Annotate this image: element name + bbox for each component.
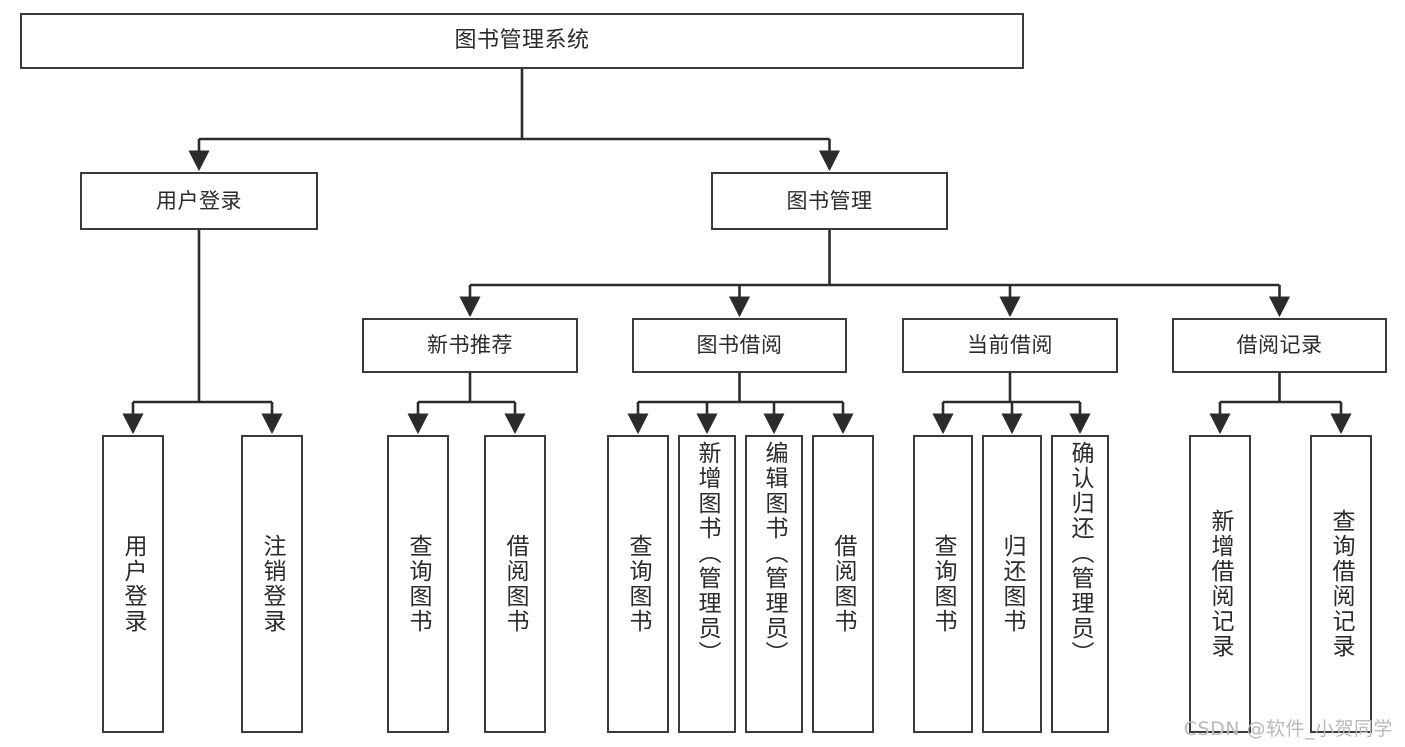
node-leaf-add-book-label: 新增图书（管理员） — [694, 441, 721, 666]
node-leaf-confirm-return[interactable]: 确认归还（管理员） — [1051, 435, 1109, 733]
node-leaf-edit-book-label: 编辑图书（管理员） — [761, 441, 788, 666]
node-leaf-query-book-1-label: 查询图书 — [405, 534, 432, 634]
node-book-borrow-label: 图书借阅 — [696, 333, 783, 357]
node-borrow-record[interactable]: 借阅记录 — [1172, 318, 1387, 373]
node-current-borrow[interactable]: 当前借阅 — [902, 318, 1118, 373]
node-book-manage-label: 图书管理 — [786, 188, 873, 213]
node-new-book-rec[interactable]: 新书推荐 — [362, 318, 578, 373]
node-leaf-edit-book[interactable]: 编辑图书（管理员） — [745, 435, 803, 733]
node-leaf-user-logout-label: 注销登录 — [259, 534, 286, 634]
node-user-login-label: 用户登录 — [156, 188, 242, 213]
node-leaf-query-book-1[interactable]: 查询图书 — [387, 435, 449, 733]
node-leaf-user-login[interactable]: 用户登录 — [102, 435, 164, 733]
node-current-borrow-label: 当前借阅 — [967, 333, 1053, 357]
node-leaf-borrow-book-2-label: 借阅图书 — [830, 534, 857, 634]
node-leaf-confirm-return-label: 确认归还（管理员） — [1067, 441, 1094, 666]
node-leaf-query-book-3[interactable]: 查询图书 — [913, 435, 973, 733]
node-borrow-record-label: 借阅记录 — [1236, 333, 1323, 357]
node-leaf-user-login-label: 用户登录 — [120, 534, 147, 634]
node-leaf-query-record-label: 查询借阅记录 — [1328, 509, 1355, 659]
node-leaf-query-book-3-label: 查询图书 — [930, 534, 957, 634]
node-leaf-borrow-book-2[interactable]: 借阅图书 — [812, 435, 874, 733]
node-leaf-add-record[interactable]: 新增借阅记录 — [1189, 435, 1251, 733]
node-leaf-borrow-book-1[interactable]: 借阅图书 — [484, 435, 546, 733]
node-book-manage[interactable]: 图书管理 — [711, 172, 948, 230]
node-leaf-query-book-2[interactable]: 查询图书 — [607, 435, 669, 733]
node-new-book-rec-label: 新书推荐 — [427, 333, 513, 357]
node-user-login[interactable]: 用户登录 — [80, 172, 318, 230]
node-leaf-query-record[interactable]: 查询借阅记录 — [1310, 435, 1372, 733]
node-leaf-add-record-label: 新增借阅记录 — [1207, 509, 1234, 659]
node-leaf-user-logout[interactable]: 注销登录 — [241, 435, 303, 733]
node-leaf-return-book[interactable]: 归还图书 — [982, 435, 1042, 733]
node-root[interactable]: 图书管理系统 — [20, 13, 1024, 69]
node-leaf-return-book-label: 归还图书 — [999, 534, 1026, 634]
node-leaf-add-book[interactable]: 新增图书（管理员） — [678, 435, 736, 733]
node-leaf-borrow-book-1-label: 借阅图书 — [502, 534, 529, 634]
node-root-label: 图书管理系统 — [454, 28, 590, 53]
node-leaf-query-book-2-label: 查询图书 — [625, 534, 652, 634]
node-book-borrow[interactable]: 图书借阅 — [632, 318, 847, 373]
watermark-label: CSDN @软件_小贺同学 — [1183, 718, 1393, 740]
